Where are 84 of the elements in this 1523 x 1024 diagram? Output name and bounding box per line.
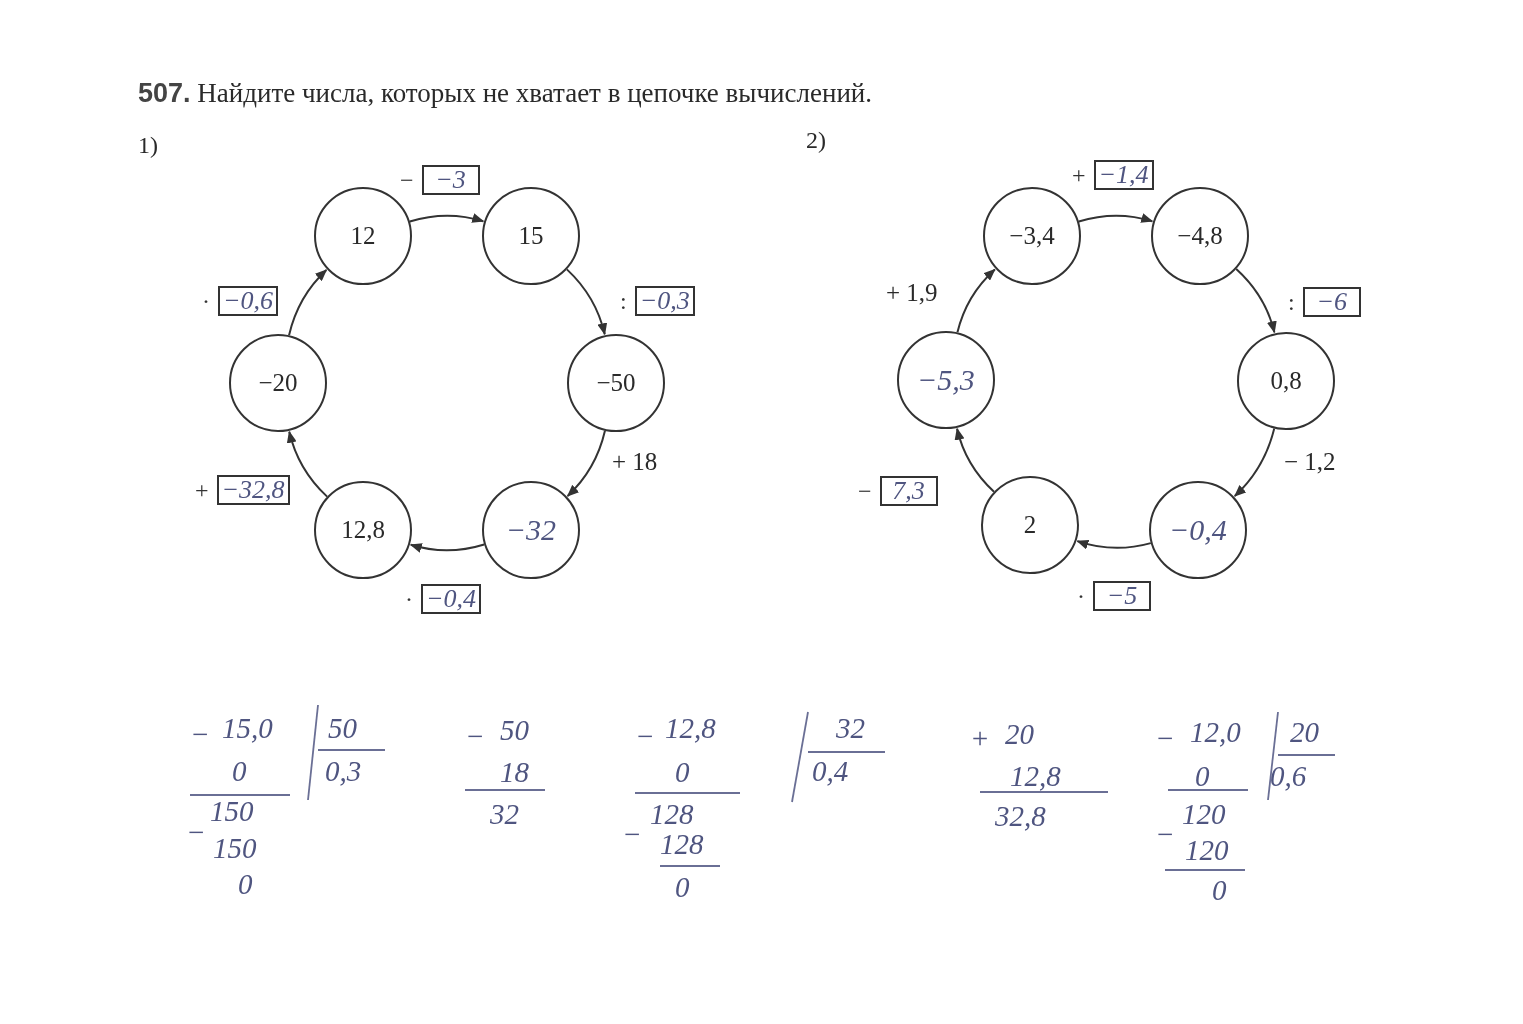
operation-sign: ·	[1077, 582, 1085, 610]
handwritten-number: −32	[505, 513, 557, 547]
handwritten-calculation: 50	[328, 712, 357, 745]
handwritten-calculation: 15,0	[222, 712, 273, 745]
handwritten-calculation: −	[635, 720, 655, 753]
handwritten-calculation: 32	[490, 798, 519, 831]
arrow	[565, 268, 607, 336]
handwritten-answer: −5	[1106, 581, 1138, 611]
arrow	[1077, 213, 1154, 224]
arrow	[408, 213, 485, 224]
handwritten-calculation: 150	[210, 795, 254, 828]
handwritten-number: −5,3	[917, 363, 975, 397]
handwritten-calculation: −	[186, 816, 206, 849]
handwritten-answer: −6	[1316, 287, 1347, 317]
handwritten-calculation: 0,4	[812, 755, 849, 788]
number: 15	[518, 222, 544, 250]
number: 12	[350, 222, 376, 250]
handwritten-calculation: −	[1155, 722, 1175, 755]
handwritten-calculation: −	[622, 818, 642, 851]
handwritten-calculation: 120	[1182, 798, 1226, 831]
arrow	[1076, 539, 1152, 550]
part-number: 1)	[138, 132, 158, 159]
handwritten-calculation: 0,3	[325, 755, 362, 788]
operation-sign: −	[858, 477, 872, 505]
handwritten-calculation: 128	[660, 828, 704, 861]
operation-sign: ·	[405, 585, 413, 613]
handwritten-calculation: 0,6	[1270, 760, 1307, 793]
number: −3,4	[1009, 222, 1055, 250]
arrow	[288, 269, 328, 337]
operation-sign: +	[195, 476, 209, 504]
handwritten-answer: −3	[435, 165, 466, 195]
handwritten-calculation: 0	[1212, 874, 1227, 907]
handwritten-calculation: 12,8	[1010, 760, 1061, 793]
answer-box	[1302, 287, 1361, 317]
handwritten-calculation: 20	[1005, 718, 1034, 751]
arrow	[1235, 268, 1277, 334]
handwritten-calculation: 0	[675, 756, 690, 789]
handwritten-answer: −32,8	[221, 475, 285, 505]
arrow	[1233, 427, 1276, 498]
number: −50	[596, 369, 636, 397]
operation-sign: −	[400, 166, 414, 194]
handwritten-calculation: 20	[1290, 716, 1319, 749]
number: −20	[258, 369, 298, 397]
handwritten-calculation: 12,8	[665, 712, 716, 745]
answer-box	[879, 476, 938, 506]
handwritten-calculation: −	[190, 718, 210, 751]
handwritten-calculation: −	[465, 720, 485, 753]
handwritten-calculation: 32	[836, 712, 865, 745]
operation-sign: :	[620, 287, 627, 315]
arrow	[287, 430, 329, 498]
handwritten-calculation: 12,0	[1190, 716, 1241, 749]
number: −4,8	[1177, 222, 1223, 250]
handwritten-number: −0,4	[1169, 513, 1227, 547]
handwritten-answer: −0,6	[223, 286, 274, 316]
handwritten-calculation: 0	[675, 871, 690, 904]
handwritten-calculation: 128	[650, 798, 694, 831]
handwritten-calculation: 0	[232, 755, 247, 788]
operation-sign: ·	[202, 287, 210, 315]
handwritten-answer: 7,3	[892, 476, 925, 506]
handwritten-calculation: +	[970, 722, 990, 755]
handwritten-calculation: 150	[213, 832, 257, 865]
operation-sign: +	[1072, 161, 1086, 189]
operation-sign: :	[1288, 288, 1295, 316]
answer-box	[1093, 581, 1151, 611]
answer-box	[421, 165, 480, 195]
arrow	[956, 268, 996, 334]
handwritten-calculation: 18	[500, 756, 529, 789]
arrow	[409, 542, 486, 553]
handwritten-calculation: 0	[1195, 760, 1210, 793]
number: 0,8	[1270, 367, 1302, 395]
exercise-title: 507. Найдите числа, которых не хватает в цепочке вычислений.	[138, 78, 873, 109]
handwritten-answer: −1,4	[1098, 160, 1149, 190]
part-number: 2)	[806, 127, 826, 154]
arrow	[566, 429, 606, 497]
handwritten-calculation: 50	[500, 714, 529, 747]
handwritten-answer: −0,4	[426, 584, 477, 614]
number: 2	[1023, 511, 1037, 539]
handwritten-calculation: 0	[238, 868, 253, 901]
arrow	[954, 427, 995, 493]
number: 12,8	[341, 516, 385, 544]
handwritten-answer: −0,3	[639, 286, 690, 316]
handwritten-calculation: −	[1155, 818, 1175, 851]
handwritten-calculation: 120	[1185, 834, 1229, 867]
handwritten-calculation: 32,8	[995, 800, 1046, 833]
